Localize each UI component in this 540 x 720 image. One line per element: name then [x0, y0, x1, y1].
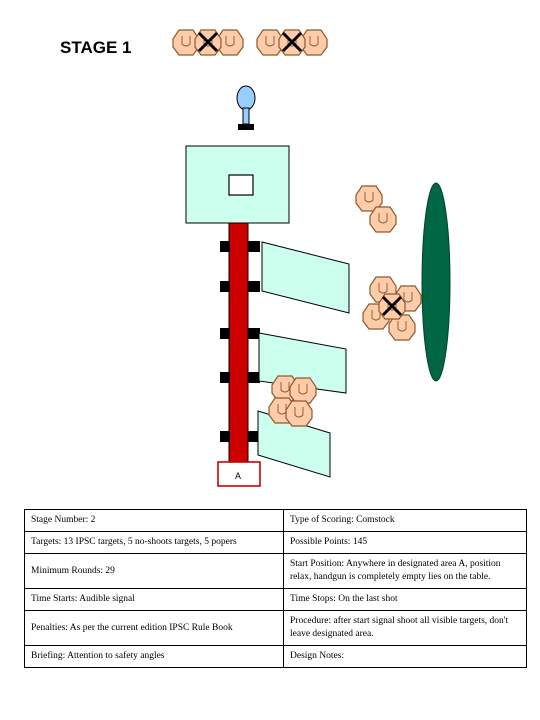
table-row: Minimum Rounds: 29 Start Position: Anywh…: [24, 553, 527, 589]
table-row: Penalties: As per the current edition IP…: [24, 610, 527, 646]
top-target-group-1: [172, 29, 244, 56]
procedure: Procedure: after start signal shoot all …: [283, 610, 527, 646]
penalties: Penalties: As per the current edition IP…: [24, 610, 284, 646]
time-stops: Time Stops: On the last shot: [283, 588, 527, 611]
targets-count: Targets: 13 IPSC targets, 5 no-shoots ta…: [24, 531, 284, 554]
table-item: [228, 174, 254, 196]
wall: [228, 222, 249, 464]
top-target-group-2: [256, 29, 328, 56]
table-row: Targets: 13 IPSC targets, 5 no-shoots ta…: [24, 531, 527, 554]
table-row: Time Starts: Audible signal Time Stops: …: [24, 588, 527, 611]
stage-diagram: A: [172, 29, 451, 487]
minimum-rounds: Minimum Rounds: 29: [24, 553, 284, 589]
possible-points: Possible Points: 145: [283, 531, 527, 554]
stage-number: Stage Number: 2: [24, 509, 284, 532]
popper-icon: [236, 85, 256, 130]
time-starts: Time Starts: Audible signal: [24, 588, 284, 611]
stage-title: STAGE 1: [60, 38, 132, 57]
start-position: Start Position: Anywhere in designated a…: [283, 553, 527, 589]
start-area-label: A: [235, 471, 241, 481]
table-row: Briefing: Attention to safety angles Des…: [24, 645, 527, 668]
panel-1: [261, 241, 350, 314]
briefing: Briefing: Attention to safety angles: [24, 645, 284, 668]
target-cluster-middle: [268, 375, 317, 427]
design-notes: Design Notes:: [283, 645, 527, 668]
right-targets-upper: [355, 185, 397, 233]
table-row: Stage Number: 2 Type of Scoring: Comstoc…: [24, 509, 527, 532]
right-targets-cluster: [362, 276, 422, 341]
wall-posts: [220, 241, 260, 442]
start-area-box: [217, 461, 261, 487]
scoring-type: Type of Scoring: Comstock: [283, 509, 527, 532]
stage-info-table: Stage Number: 2 Type of Scoring: Comstoc…: [24, 509, 527, 668]
barrel-wall: [421, 182, 451, 382]
